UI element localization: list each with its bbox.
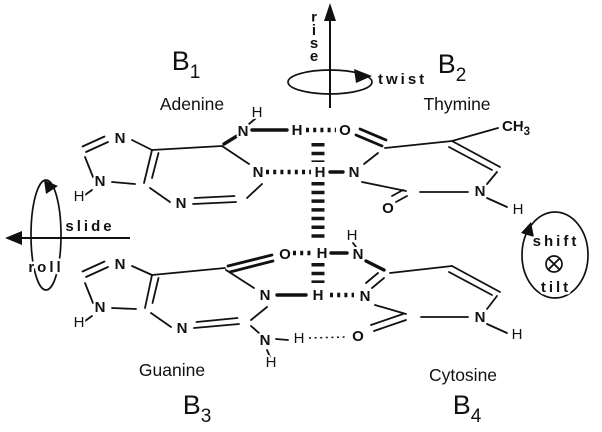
atom-label-o: O bbox=[382, 200, 394, 217]
atom-label-n: N bbox=[260, 287, 271, 304]
atom-label-h: H bbox=[266, 354, 277, 371]
atom-label-h: H bbox=[74, 188, 85, 205]
roll-indicator bbox=[30, 179, 62, 291]
atom-label-h: H bbox=[347, 227, 358, 244]
label-thymine: Thymine bbox=[423, 94, 490, 114]
atom-label-o: O bbox=[339, 122, 351, 139]
shift-arrowhead bbox=[521, 222, 534, 237]
roll-label: roll bbox=[28, 259, 63, 276]
label-b1: B1 bbox=[172, 46, 201, 83]
adenine-structure bbox=[81, 118, 289, 205]
label-b4: B4 bbox=[453, 390, 482, 427]
atom-label-n: N bbox=[95, 173, 106, 190]
roll-arrowhead bbox=[44, 180, 58, 194]
guanine-structure bbox=[81, 253, 308, 358]
thymine-structure bbox=[328, 127, 508, 208]
atom-label-o: O bbox=[352, 328, 364, 345]
atom-label-n: N bbox=[176, 195, 187, 212]
twist-indicator bbox=[287, 69, 373, 95]
slide-label: slide bbox=[65, 218, 114, 235]
atom-label-h: H bbox=[252, 104, 263, 121]
atom-label-n: N bbox=[177, 320, 188, 337]
atom-label-h: H bbox=[315, 164, 326, 181]
label-adenine: Adenine bbox=[160, 94, 224, 114]
atom-label-n: N bbox=[260, 332, 271, 349]
atom-label-n: N bbox=[353, 246, 364, 263]
shift-label: shift bbox=[533, 233, 580, 250]
label-b2: B2 bbox=[438, 49, 467, 86]
atom-label-n: N bbox=[238, 123, 249, 140]
twist-arrowhead bbox=[354, 69, 372, 83]
atom-label-n: N bbox=[95, 299, 106, 316]
atom-label-h: H bbox=[313, 287, 324, 304]
atom-label-n: N bbox=[115, 256, 126, 273]
shift-tilt-indicator bbox=[521, 211, 589, 299]
cytosine-structure bbox=[329, 242, 508, 334]
atom-label-h: H bbox=[317, 245, 328, 262]
atom-label-h: H bbox=[294, 330, 305, 347]
slide-arrow bbox=[5, 231, 130, 245]
label-guanine: Guanine bbox=[139, 360, 205, 380]
atom-label-n: N bbox=[475, 183, 486, 200]
atom-label-h: H bbox=[292, 122, 303, 139]
tilt-label: tilt bbox=[541, 279, 571, 296]
atom-label-n: N bbox=[360, 288, 371, 305]
atom-label-n: N bbox=[349, 164, 360, 181]
atom-label-h: H bbox=[74, 314, 85, 331]
atom-label-h: H bbox=[512, 326, 523, 343]
atom-label-o: O bbox=[279, 246, 291, 263]
into-page-symbol bbox=[545, 255, 563, 273]
label-cytosine: Cytosine bbox=[429, 365, 497, 385]
rise-arrowhead bbox=[324, 3, 336, 21]
methyl-label: CH3 bbox=[502, 118, 530, 138]
atom-label-h: H bbox=[513, 201, 524, 218]
label-b3: B3 bbox=[183, 390, 212, 427]
atom-label-n: N bbox=[115, 130, 126, 147]
hydrogen-bonds-at bbox=[266, 127, 336, 175]
atom-label-n: N bbox=[475, 309, 486, 326]
twist-label: twist bbox=[378, 71, 427, 88]
atom-label-n: N bbox=[253, 164, 264, 181]
hydrogen-bonds-gc bbox=[293, 250, 354, 339]
rise-arrow bbox=[324, 3, 336, 108]
slide-arrowhead bbox=[5, 231, 22, 245]
